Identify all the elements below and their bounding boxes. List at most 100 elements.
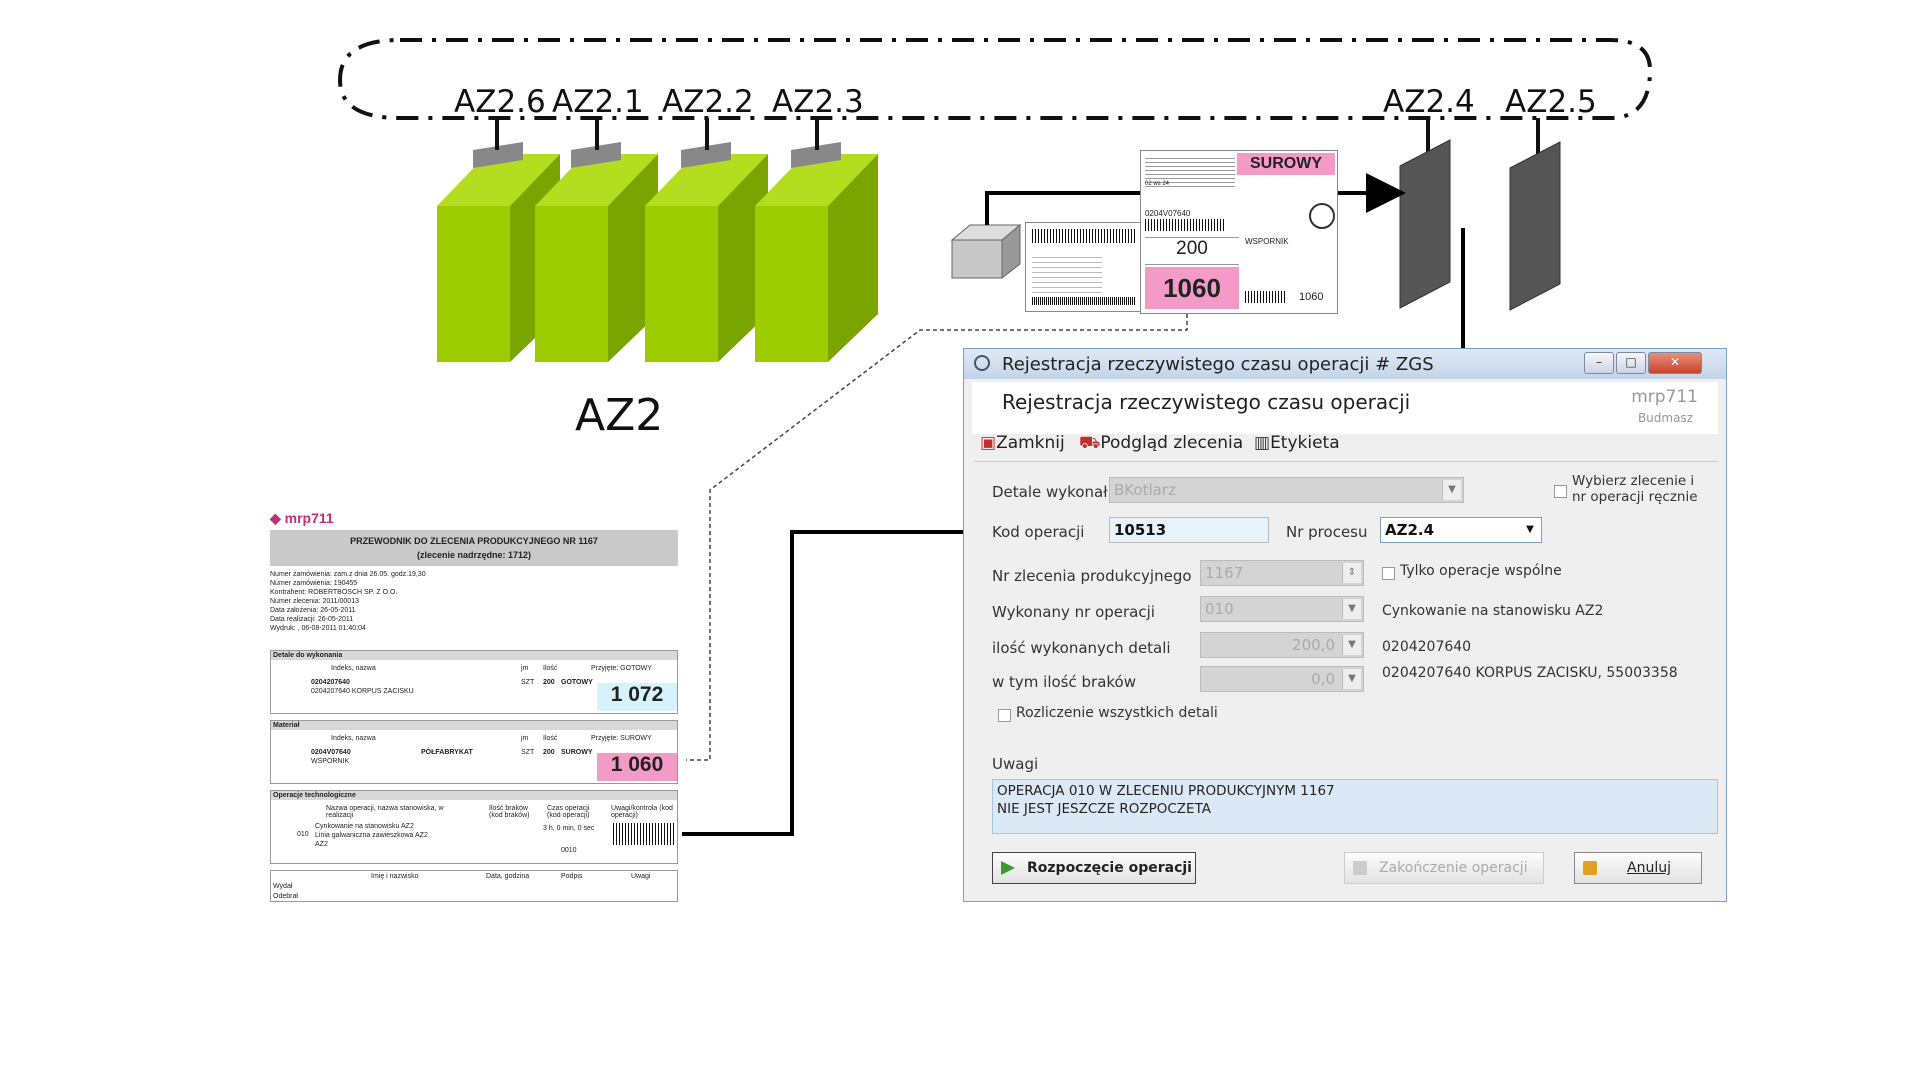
op-code-input[interactable]: 10513: [1109, 517, 1269, 543]
doc-subtitle: (zlecenie nadrzędne: 1712): [416, 550, 532, 560]
label-toolbar-button[interactable]: ▥Etykieta: [1254, 433, 1340, 453]
panel-az24: [1399, 118, 1451, 309]
op-line: Linia galwaniczna zawieszkowa AZ2: [315, 832, 428, 839]
text-lines-decoration: [1032, 253, 1102, 293]
stepper-icon: ⇕: [1342, 563, 1361, 583]
notes-line: OPERACJA 010 W ZLECENIU PRODUKCYJNYM 116…: [997, 783, 1335, 799]
minimize-button[interactable]: –: [1584, 352, 1614, 374]
material-state: SUROWY: [561, 749, 593, 756]
chevron-down-icon: ▼: [1342, 669, 1361, 689]
barcode-icon: [1245, 291, 1285, 303]
production-order-document: ◆ mrp711 PRZEWODNIK DO ZLECENIA PRODUKCY…: [268, 510, 680, 902]
part-qty: 200: [543, 679, 555, 686]
label-status: SUROWY: [1237, 153, 1335, 175]
station-label-az23: AZ2.3: [772, 84, 864, 120]
clock-icon: [974, 355, 990, 371]
station-loop: [337, 38, 1653, 120]
chevron-down-icon: ▼: [1442, 480, 1461, 500]
col-header: jm: [521, 665, 529, 672]
barcode-icon: [1145, 219, 1225, 231]
manual-select-checkbox[interactable]: [1554, 485, 1567, 498]
notes-line: NIE JEST JESZCZE ROZPOCZETA: [997, 801, 1212, 817]
text-lines-decoration: [1145, 155, 1235, 187]
op-description: Cynkowanie na stanowisku AZ2: [1382, 603, 1604, 619]
process-label: Nr procesu: [1286, 523, 1368, 541]
col-header: Ilość: [543, 665, 558, 672]
material-name: WSPORNIK: [311, 758, 350, 765]
door-exit-icon: [1583, 861, 1597, 875]
doc-meta-line: Kontrahent: ROBERTBOSCH SP. Z O.O.: [270, 589, 398, 596]
valve-icon: [1309, 203, 1335, 229]
material-type: PÓŁFABRYKAT: [421, 749, 473, 756]
play-icon: [1001, 861, 1015, 875]
col-header: Data, godzina: [486, 873, 530, 880]
barcode-icon: [613, 823, 675, 845]
common-only-checkbox[interactable]: [1382, 567, 1395, 580]
station-label-az25: AZ2.5: [1505, 84, 1597, 120]
doc-meta-line: Numer zamówienia: 190455: [270, 580, 358, 587]
doc-section-material: Materiał Indeks, nazwa jm Ilość Przyjęte…: [270, 720, 678, 784]
window-close-button[interactable]: ✕: [1648, 352, 1702, 374]
col-header: Nazwa operacji, nazwa stanowiska, w real…: [326, 805, 444, 819]
order-stepper[interactable]: 1167 ⇕: [1200, 560, 1364, 586]
col-header: jm: [521, 735, 529, 742]
col-header: Przyjęte: SUROWY: [591, 735, 652, 742]
doc-header: PRZEWODNIK DO ZLECENIA PRODUKCYJNEGO NR …: [270, 530, 678, 566]
qty-input[interactable]: 200,0 ▼: [1200, 632, 1364, 658]
defects-input[interactable]: 0,0 ▼: [1200, 666, 1364, 692]
brand-name: mrp711: [1631, 387, 1698, 407]
brand-subtitle: Budmasz: [1637, 411, 1693, 425]
op-code: 0010: [561, 847, 577, 854]
registration-dialog: Rejestracja rzeczywistego czasu operacji…: [963, 348, 1727, 902]
doc-section-operations: Operacje technologiczne Nazwa operacji, …: [270, 790, 678, 864]
material-code: 0204V07640: [311, 749, 351, 756]
part-description: 0204207640 KORPUS ZACISKU, 55003358: [1382, 665, 1678, 681]
doc-big-number-finished: 1 072: [597, 683, 677, 711]
doc-meta-line: Numer zlecenia: 2011/00013: [270, 598, 359, 605]
op-code-label: Kod operacji: [992, 523, 1085, 541]
settle-all-label: Rozliczenie wszystkich detali: [1016, 705, 1218, 721]
dialog-header: Rejestracja rzeczywistego czasu operacji…: [972, 382, 1718, 434]
op-number: 010: [297, 831, 309, 838]
notes-label: Uwagi: [992, 755, 1039, 773]
station-label-az24: AZ2.4: [1383, 84, 1475, 120]
section-title: Materiał: [271, 721, 677, 730]
op-no-label: Wykonany nr operacji: [992, 603, 1155, 621]
station-label-az26: AZ2.6: [454, 84, 546, 120]
part-code: 0204207640: [1382, 639, 1472, 655]
label-small-number: 1060: [1299, 291, 1324, 303]
settle-all-checkbox[interactable]: [998, 709, 1011, 722]
cancel-button[interactable]: Anuluj: [1574, 852, 1702, 884]
doc-meta-line: Numer zamówienia: zam.z dnia 26.05. godz…: [270, 571, 426, 578]
performed-by-select[interactable]: BKotlarz ▼: [1109, 477, 1464, 503]
doc-meta-line: Data realizacji: 26-05-2011: [270, 616, 354, 623]
barcode-icon: ▥: [1254, 433, 1271, 453]
finish-operation-button[interactable]: Zakończenie operacji: [1344, 852, 1544, 884]
performed-by-label: Detale wykonał: [992, 483, 1108, 501]
preview-order-toolbar-button[interactable]: ⛟Podgląd zlecenia: [1079, 433, 1244, 453]
maximize-button[interactable]: □: [1616, 352, 1646, 374]
label-card-left: [1025, 222, 1145, 312]
label-code: 0204V07640: [1145, 209, 1191, 218]
barcode-icon: [1032, 229, 1136, 243]
close-toolbar-button[interactable]: ▣Zamknij: [980, 433, 1065, 453]
preview-icon: ⛟: [1079, 433, 1101, 453]
qty-label: ilość wykonanych detali: [992, 639, 1171, 657]
part-box: [950, 223, 1022, 280]
op-no-select[interactable]: 010 ▼: [1200, 596, 1364, 622]
part-state: GOTOWY: [561, 679, 593, 686]
process-select[interactable]: AZ2.4 ▼: [1380, 517, 1542, 543]
material-unit: SZT: [521, 749, 535, 756]
start-operation-button[interactable]: Rozpoczęcie operacji: [992, 852, 1196, 884]
col-header: Uwagi/kontrola (kod operacji): [611, 805, 673, 819]
doc-big-number-raw: 1 060: [597, 753, 677, 781]
col-header: Przyjęte: GOTOWY: [591, 665, 652, 672]
tank-az22: [645, 142, 768, 362]
col-header: Ilość braków (kod braków): [489, 805, 530, 819]
op-line: Cynkowanie na stanowisku AZ2: [315, 823, 414, 830]
station-label-az21: AZ2.1: [552, 84, 644, 120]
notes-textarea[interactable]: OPERACJA 010 W ZLECENIU PRODUKCYJNYM 116…: [992, 779, 1718, 834]
common-only-label: Tylko operacje wspólne: [1400, 563, 1562, 579]
col-header: Indeks, nazwa: [331, 735, 376, 742]
